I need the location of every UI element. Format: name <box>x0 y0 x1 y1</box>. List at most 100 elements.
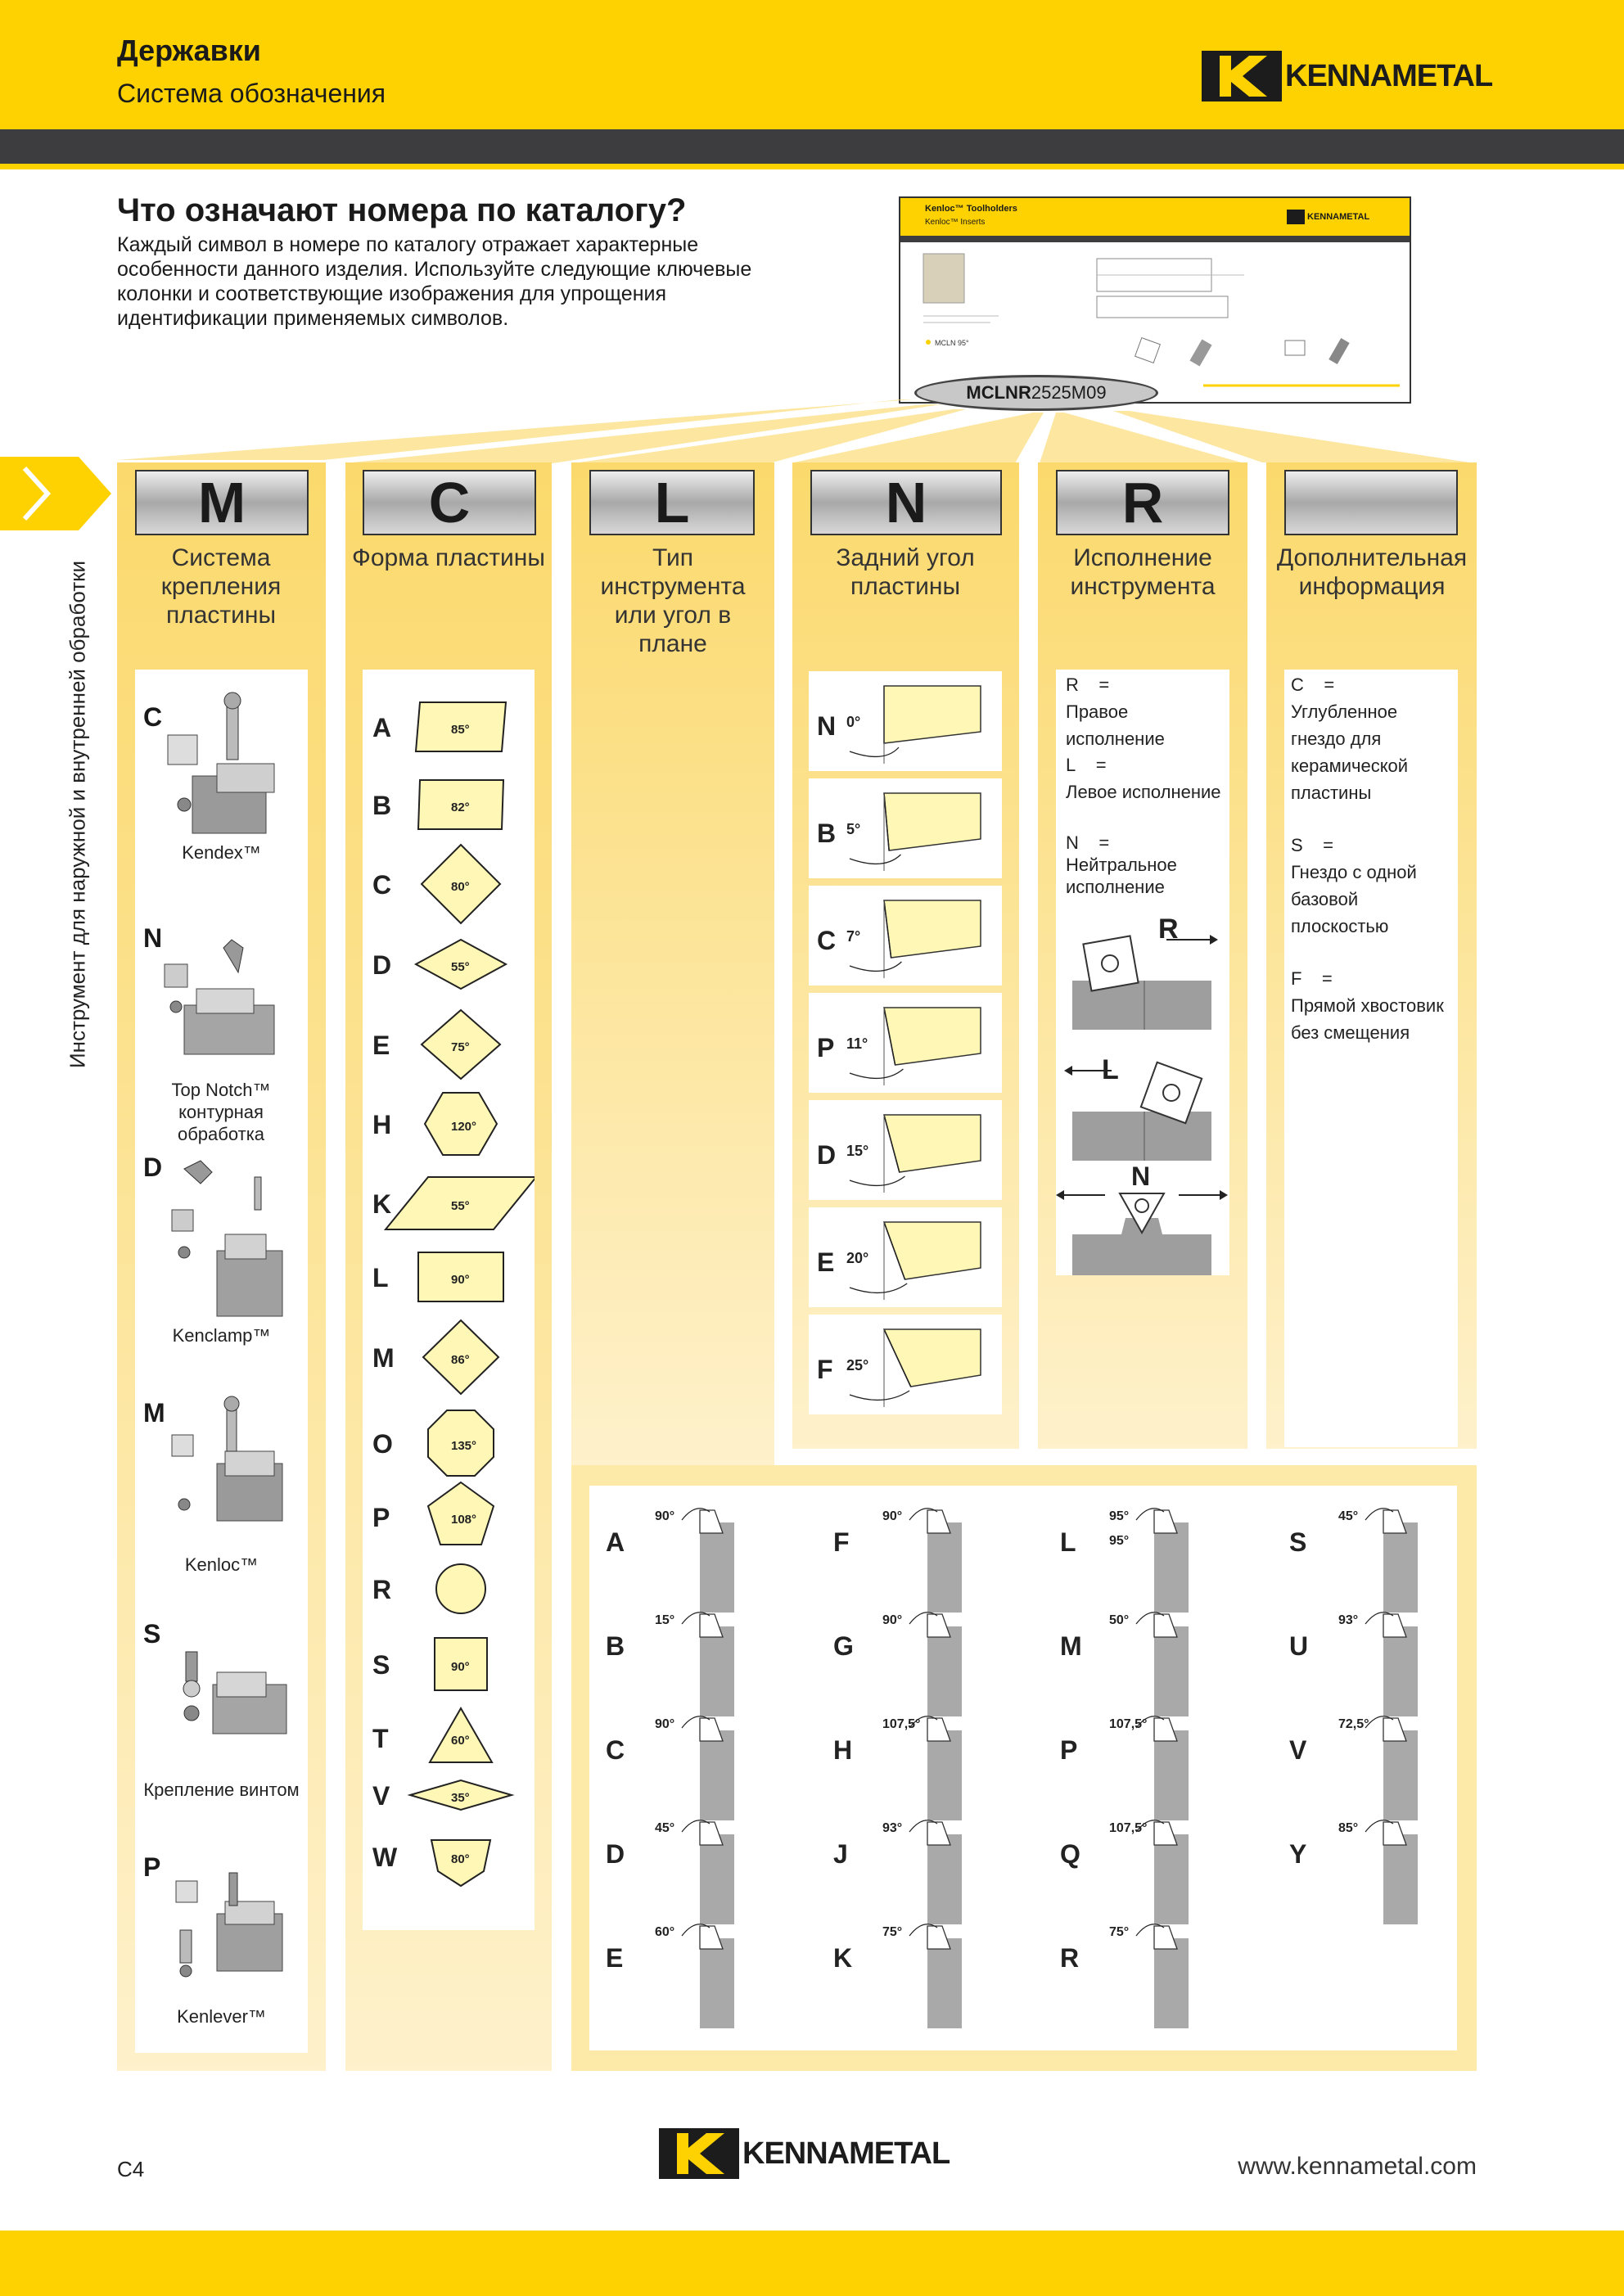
clearance-code-p: P <box>817 1033 834 1062</box>
shape-angle-s: 90° <box>451 1660 470 1674</box>
tool-angle-arc <box>1365 1820 1394 1833</box>
tool-code-m: M <box>1060 1631 1082 1661</box>
tool-shank <box>1383 1834 1418 1924</box>
shape-code-b: B <box>372 791 391 820</box>
tool-shank <box>700 1834 734 1924</box>
shape-angle-m: 86° <box>451 1353 470 1367</box>
tool-angle-arc <box>1365 1612 1394 1625</box>
hand-eq-n: = <box>1098 832 1110 853</box>
footer-bar <box>0 2231 1624 2296</box>
extra-eq-s: = <box>1323 835 1333 855</box>
tool-shank <box>1154 1938 1189 2028</box>
tool-code-f: F <box>833 1527 850 1557</box>
kendex-drawing <box>167 692 275 834</box>
tool-angle-arc <box>909 1508 938 1521</box>
tool-angle-r: 75° <box>1109 1925 1129 1939</box>
tool-angle-b: 15° <box>655 1613 674 1627</box>
tool-insert <box>927 1613 951 1638</box>
tool-insert <box>927 1509 951 1534</box>
tool-code-h: H <box>833 1735 852 1765</box>
footer-kennametal-icon <box>659 2128 739 2179</box>
tool-shank <box>1154 1522 1189 1613</box>
insert-outline <box>428 1706 494 1763</box>
footer-url[interactable]: www.kennametal.com <box>1238 2153 1477 2180</box>
clearance-edge <box>883 792 890 851</box>
insert-outline <box>413 938 508 990</box>
tool-angle-arc <box>909 1716 938 1729</box>
clearance-code-f: F <box>817 1355 833 1384</box>
shape-code-m: M <box>372 1343 395 1373</box>
hand-icon-r: R <box>1158 915 1179 945</box>
shape-code-r: R <box>372 1575 391 1604</box>
tool-insert <box>699 1509 724 1534</box>
intro-heading: Что означают номера по каталогу? <box>117 192 687 228</box>
tool-insert <box>1383 1509 1407 1534</box>
shape-angle-k: 55° <box>451 1199 470 1213</box>
tool-code-q: Q <box>1060 1839 1080 1869</box>
tool-shank <box>927 1938 962 2028</box>
tool-shank <box>1154 1626 1189 1716</box>
thumb-bullet: MCLN 95° <box>935 339 969 347</box>
shape-angle-v: 35° <box>451 1791 470 1805</box>
tool-code-j: J <box>833 1839 848 1869</box>
shape-code-h: H <box>372 1110 391 1139</box>
shape-angle-t: 60° <box>451 1734 470 1748</box>
tool-angle-s: 45° <box>1338 1509 1358 1523</box>
clearance-angle-c: 7° <box>846 928 860 945</box>
neutral-hand-icon: N <box>1056 1162 1228 1275</box>
tool-type-j: J93° <box>833 1820 962 1924</box>
clearance-angle-d: 15° <box>846 1143 868 1159</box>
tool-angle-q: 107,5° <box>1109 1821 1147 1835</box>
hand-text-n: Нейтральное исполнение <box>1066 855 1177 897</box>
shape-code-a: A <box>372 713 391 742</box>
tool-angle-arc <box>681 1820 710 1833</box>
clamping-panel: C Kendex™ N Top Notch™ контурная обработ… <box>135 670 308 2053</box>
tool-insert <box>1153 1717 1178 1742</box>
hand-text-l: Левое исполнение <box>1066 782 1221 802</box>
extra-eq-c: = <box>1324 674 1335 695</box>
tool-type-g: G90° <box>833 1612 962 1716</box>
tool-angle-arc <box>681 1716 710 1729</box>
column-c-label: Форма пластины <box>352 544 545 571</box>
clamp-name-c: Kendex™ <box>182 842 261 863</box>
tool-insert <box>1383 1821 1407 1846</box>
tool-shank <box>1383 1626 1418 1716</box>
clearance-angle-n: 0° <box>846 714 860 730</box>
tool-shank <box>700 1938 734 2028</box>
thumb-drawing: MCLN 95° <box>923 253 1400 387</box>
tool-insert <box>927 1821 951 1846</box>
column-m-label: Система крепления пластины <box>160 544 282 629</box>
hand-eq-r: = <box>1098 674 1110 695</box>
tool-code-v: V <box>1289 1735 1307 1765</box>
hand-code-l: L <box>1066 755 1076 775</box>
code-bold: MCLNR <box>966 382 1031 403</box>
tool-code-u: U <box>1289 1631 1308 1661</box>
tool-type-f: F90° <box>833 1508 962 1613</box>
screw-clamp-drawing <box>183 1651 287 1734</box>
column-l-label: Тип инструмента или угол в плане <box>600 544 746 657</box>
tool-code-b: B <box>606 1631 625 1661</box>
shape-code-s: S <box>372 1650 390 1680</box>
shape-angle-d: 55° <box>451 960 470 974</box>
tool-angle-arc <box>1365 1716 1394 1729</box>
tool-angle-p: 107,5° <box>1109 1717 1147 1731</box>
insert-shape-s: S 90° <box>372 1637 488 1691</box>
extra-code-c: C <box>1291 674 1304 695</box>
tool-insert <box>1383 1613 1407 1638</box>
clearance-angle-b: 5° <box>846 821 860 837</box>
clearance-edge <box>883 900 892 959</box>
shape-code-e: E <box>372 1031 390 1060</box>
column-r-label: Исполнение инструмента <box>1070 544 1216 600</box>
tool-angle-d: 45° <box>655 1821 674 1835</box>
clamp-name-m: Kenloc™ <box>184 1554 259 1575</box>
